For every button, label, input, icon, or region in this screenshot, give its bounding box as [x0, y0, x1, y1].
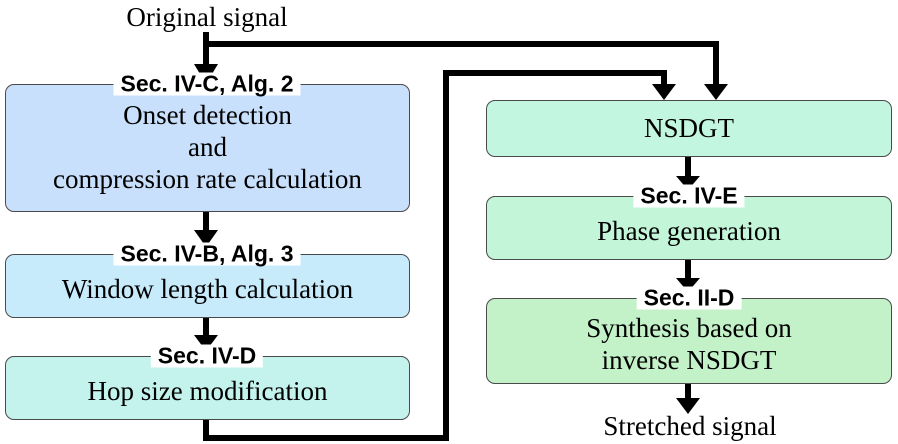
onset-section-label: Sec. IV-C, Alg. 2 [113, 72, 301, 96]
hop-arrowhead [194, 335, 218, 351]
hop-line-1: Hop size modification [87, 376, 328, 407]
window-line-1: Window length calculation [61, 274, 354, 305]
input-signal-label: Original signal [126, 2, 288, 32]
onset-detection-box: Onset detection and compression rate cal… [5, 84, 410, 212]
nsdgt-arrowhead-right [704, 84, 728, 100]
phase-line-1: Phase generation [597, 216, 781, 247]
onset-line-3: compression rate calculation [53, 163, 362, 194]
window-length-box: Window length calculation [5, 254, 410, 318]
signal-branch-to-nsdgt-line [206, 41, 719, 86]
phase-arrowhead [676, 176, 700, 190]
window-section-label: Sec. IV-B, Alg. 3 [113, 242, 301, 266]
hop-section-label: Sec. IV-D [150, 344, 264, 368]
window-arrowhead [194, 230, 218, 247]
synthesis-arrowhead [676, 278, 700, 292]
output-signal-label: Stretched signal [603, 411, 777, 441]
nsdgt-arrowhead-left [652, 84, 676, 100]
synthesis-line-1: Synthesis based on [586, 313, 792, 344]
synthesis-box: Synthesis based on inverse NSDGT [486, 298, 892, 384]
phase-generation-box: Phase generation [486, 196, 892, 260]
nsdgt-line-1: NSDGT [643, 112, 734, 143]
onset-line-2: and [188, 132, 227, 163]
output-arrowhead [676, 398, 700, 414]
synthesis-line-2: inverse NSDGT [601, 345, 777, 375]
synthesis-section-label: Sec. II-D [636, 286, 742, 310]
onset-line-1: Onset detection [123, 100, 292, 131]
phase-section-label: Sec. IV-E [633, 184, 745, 208]
hop-to-nsdgt-line [203, 70, 667, 441]
nsdgt-box: NSDGT [486, 100, 892, 157]
